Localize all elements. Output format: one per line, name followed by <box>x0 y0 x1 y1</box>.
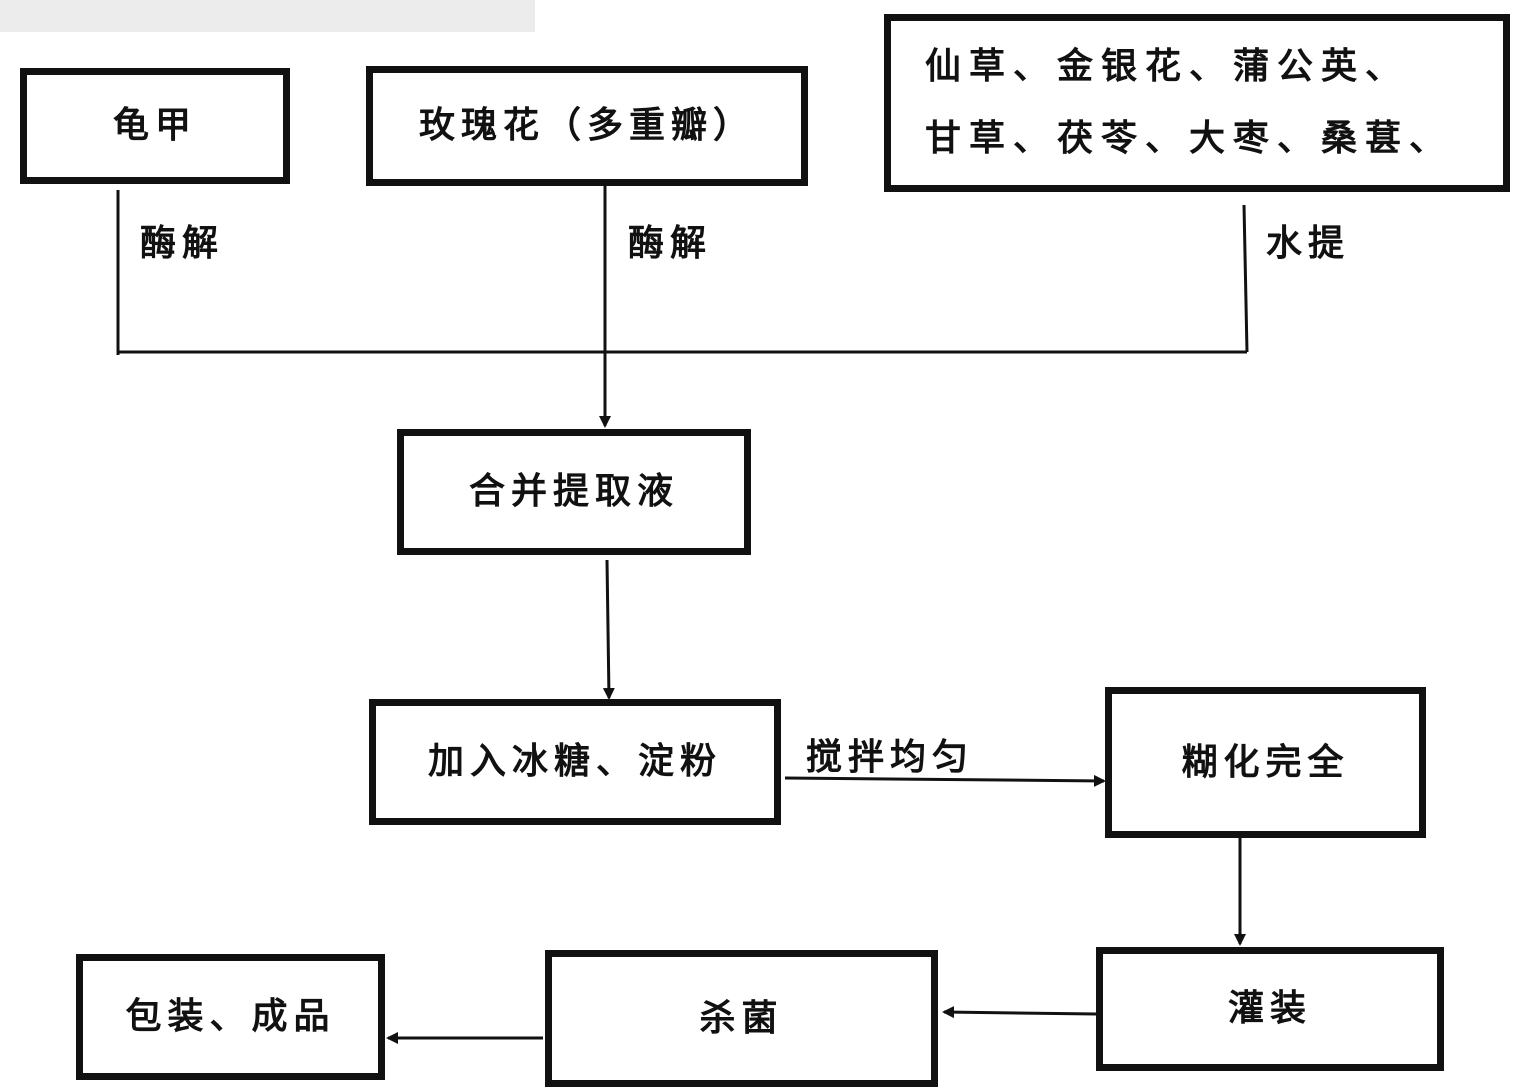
filling-to-sterilize-arrow <box>944 1012 1096 1014</box>
node-turtle-shell-label: 龟甲 <box>113 104 197 147</box>
edge-label-rose-enzyme: 酶解 <box>628 214 712 266</box>
node-packaging: 包装、成品 <box>76 954 385 1080</box>
node-gelatinize-label: 糊化完全 <box>1181 741 1349 784</box>
node-filling-label: 灌装 <box>1228 987 1312 1030</box>
node-add-sugar-label: 加入冰糖、淀粉 <box>428 740 722 783</box>
node-merge-label: 合并提取液 <box>469 470 679 513</box>
node-herbs-line-1: 仙草、金银花、蒲公英、 <box>925 31 1409 103</box>
node-herbs: 仙草、金银花、蒲公英、 甘草、茯苓、大枣、桑葚、 <box>884 14 1510 192</box>
merge-to-sugar-arrow <box>607 560 609 698</box>
node-filling: 灌装 <box>1096 947 1444 1071</box>
node-merge: 合并提取液 <box>397 429 751 555</box>
node-herbs-line-2: 甘草、茯苓、大枣、桑葚、 <box>925 103 1453 175</box>
node-rose-label: 玫瑰花（多重瓣） <box>419 104 755 147</box>
edge-label-turtle-enzyme: 酶解 <box>140 214 224 266</box>
node-sterilize-label: 杀菌 <box>699 997 783 1040</box>
node-rose: 玫瑰花（多重瓣） <box>366 66 808 186</box>
node-sterilize: 杀菌 <box>545 950 938 1087</box>
node-gelatinize: 糊化完全 <box>1105 687 1426 838</box>
node-packaging-label: 包装、成品 <box>125 995 335 1038</box>
edge-label-stir: 搅拌均匀 <box>806 728 974 780</box>
herbs-down-line <box>1244 205 1247 352</box>
node-add-sugar: 加入冰糖、淀粉 <box>369 699 781 825</box>
edge-label-herbs-water: 水提 <box>1266 214 1350 266</box>
node-turtle-shell: 龟甲 <box>20 68 290 184</box>
